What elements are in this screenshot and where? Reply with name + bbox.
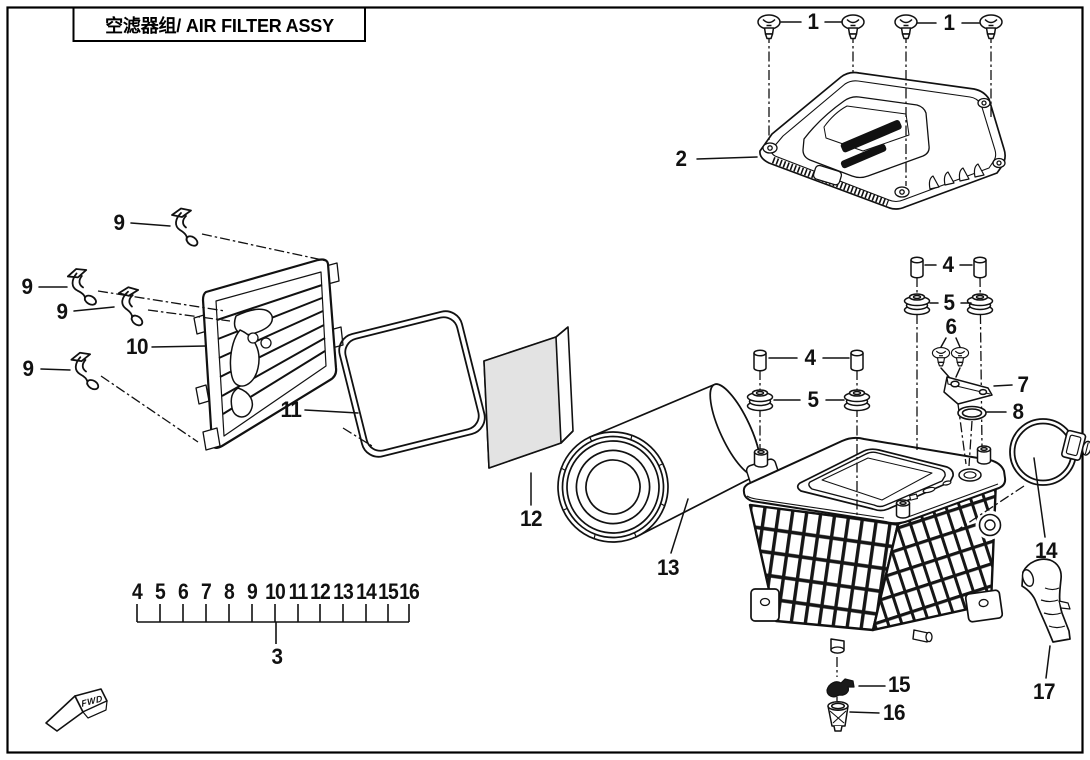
- callout-part-7: 7: [1017, 372, 1029, 397]
- part-16-drain-plug: [827, 701, 849, 732]
- callout-part-9: 9: [22, 356, 34, 381]
- callout-part-2: 2: [675, 146, 687, 171]
- callout-part-16: 16: [882, 700, 906, 725]
- part-1-screws: [757, 14, 1003, 40]
- scale-number: 10: [265, 579, 286, 604]
- part-8-oring: [957, 405, 987, 421]
- border-frame: [6, 6, 1084, 754]
- scale-number: 16: [399, 579, 420, 604]
- callout-part-11: 11: [280, 397, 302, 422]
- scale-number: 12: [310, 579, 331, 604]
- callout-part-1: 1: [943, 10, 955, 35]
- callout-part-4: 4: [942, 252, 954, 277]
- leader-lines: [38, 21, 1051, 714]
- callout-part-9: 9: [113, 210, 125, 235]
- scale-number: 14: [356, 579, 377, 604]
- alignment-lines: [97, 33, 1025, 701]
- scale-number: 15: [378, 579, 399, 604]
- fwd-arrow: [45, 688, 108, 732]
- part-12-flat-filter: [483, 326, 574, 469]
- callout-part-12: 12: [519, 506, 543, 531]
- callout-part-5: 5: [807, 387, 819, 412]
- part-9-clips: [66, 207, 201, 394]
- callout-part-9: 9: [56, 299, 68, 324]
- callout-part-17: 17: [1032, 679, 1056, 704]
- airbox-housing: [742, 436, 1007, 654]
- callout-part-1: 1: [807, 9, 819, 34]
- scale-number: 11: [288, 579, 309, 604]
- scale-number: 6: [178, 579, 189, 604]
- part-11-seal: [338, 310, 486, 458]
- part-7-bracket: [943, 376, 993, 405]
- callout-part-10: 10: [125, 334, 149, 359]
- part-15-clip: [826, 678, 855, 698]
- callout-part-6: 6: [945, 314, 957, 339]
- callout-part-13: 13: [656, 555, 680, 580]
- callout-part-15: 15: [887, 672, 911, 697]
- callout-part-4: 4: [804, 345, 816, 370]
- part-10-inlet-panel: [193, 258, 344, 451]
- part-17-hose: [1021, 558, 1071, 643]
- scale-number: 5: [155, 579, 166, 604]
- scale-number: 8: [224, 579, 235, 604]
- callout-part-8: 8: [1012, 399, 1024, 424]
- part-6-screws: [931, 346, 970, 367]
- callout-part-5: 5: [943, 290, 955, 315]
- part-2-cover: [759, 71, 1006, 210]
- callout-part-3: 3: [271, 644, 283, 669]
- title-box-frame: [72, 6, 366, 42]
- scale-number: 4: [132, 579, 143, 604]
- part-14-clamp: [1009, 418, 1090, 486]
- scale-number: 9: [247, 579, 258, 604]
- scale-number: 13: [333, 579, 354, 604]
- callout-part-14: 14: [1034, 538, 1058, 563]
- page-title: 空滤器组/ AIR FILTER ASSY: [105, 15, 334, 36]
- scale-bracket: [136, 604, 410, 644]
- scale-number: 7: [201, 579, 212, 604]
- part-13-filter-element: [557, 383, 762, 543]
- callout-part-9: 9: [21, 274, 33, 299]
